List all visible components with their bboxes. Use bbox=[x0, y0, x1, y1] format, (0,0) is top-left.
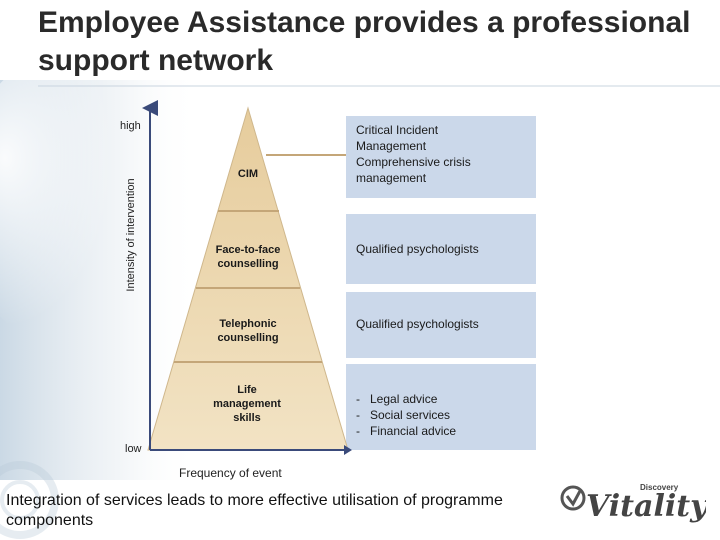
service-item: Financial advice bbox=[356, 423, 534, 439]
discovery-vitality-logo: Discovery Vitality bbox=[560, 483, 706, 524]
tier-label-face-to-face: Face-to-face counselling bbox=[215, 244, 281, 270]
logo-brand-text: Vitality bbox=[586, 489, 706, 524]
tier-description-face-to-face: Qualified psychologists bbox=[356, 242, 479, 256]
y-axis-low-label: low bbox=[125, 443, 142, 455]
tier-box-cim bbox=[346, 116, 536, 198]
tier-label-telephonic: Telephonic counselling bbox=[217, 318, 279, 344]
x-axis-title: Frequency of event bbox=[179, 466, 282, 480]
service-item: Social services bbox=[356, 407, 534, 423]
tier-description-life-management: Legal advice Social services Financial a… bbox=[356, 391, 534, 439]
tier-box-face-to-face bbox=[346, 214, 536, 284]
service-item: Legal advice bbox=[356, 391, 534, 407]
tier-label-life-management: Life management skills bbox=[213, 384, 281, 424]
footer-statement: Integration of services leads to more ef… bbox=[6, 492, 503, 529]
slide-title: Employee Assistance provides a professio… bbox=[38, 6, 691, 77]
logo-parent-text: Discovery bbox=[640, 483, 679, 492]
vitality-emblem-icon bbox=[560, 485, 586, 511]
y-axis-title: Intensity of intervention bbox=[125, 178, 137, 292]
tier-label-cim: CIM bbox=[237, 168, 259, 180]
tier-description-telephonic: Qualified psychologists bbox=[356, 317, 479, 331]
y-axis-high-label: high bbox=[120, 120, 141, 132]
x-axis-arrow bbox=[344, 445, 352, 455]
tier-description-cim: Critical Incident Management Comprehensi… bbox=[356, 123, 471, 185]
tier-box-telephonic bbox=[346, 292, 536, 358]
